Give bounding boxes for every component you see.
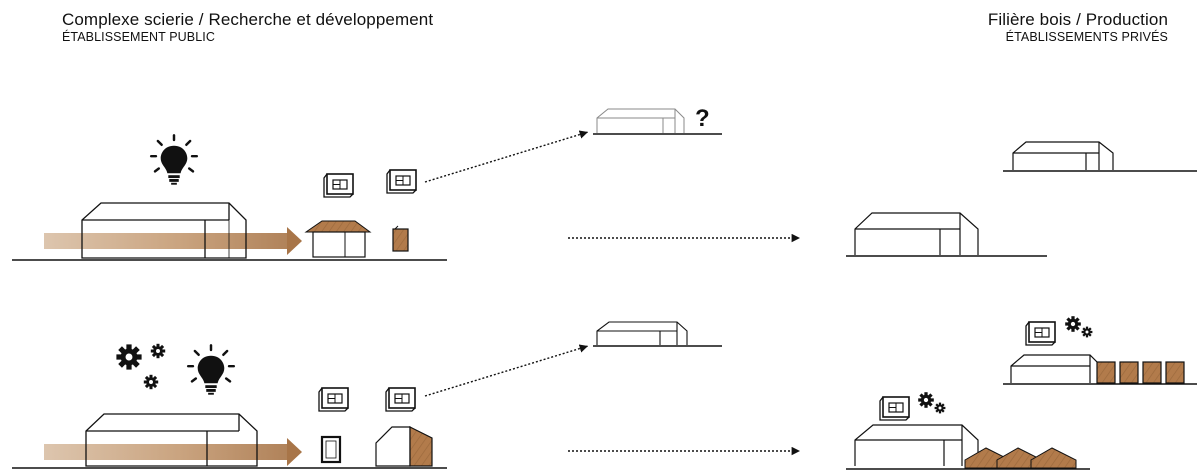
header-public: Complexe scierie / Recherche et développ… [62,10,433,45]
wooden-block [392,225,409,252]
production-building-small [1003,141,1197,172]
dotted-arrow [424,344,589,397]
blueprint-icon [318,387,349,412]
top-row: ? [12,105,1197,261]
sawmill-building [85,413,258,467]
gears-icon [1065,316,1081,332]
gears-icon [934,402,946,414]
gears-icon [150,343,166,359]
gears-icon [143,374,159,390]
production-building-large [846,212,1047,257]
header-public-title: Complexe scierie / Recherche et développ… [62,10,434,29]
header-public-subtitle: ÉTABLISSEMENT PUBLIC [62,30,215,44]
lightbulb-icon [186,344,236,396]
blueprint-icon [385,387,416,412]
research-outcome-building [593,321,722,347]
dotted-arrow [424,130,589,183]
wood-flow-arrow [44,227,302,255]
lightbulb-icon [149,134,199,186]
bottom-row [12,316,1197,470]
wooden-house [304,220,372,258]
production-building-with-roofs [846,392,1090,470]
blueprint-icon [879,396,910,421]
question-mark: ? [695,105,710,132]
clad-house [375,426,433,467]
wood-flow-arrow [44,438,302,466]
blueprint-icon [1025,321,1056,346]
blueprint-icon [323,173,354,198]
gears-icon [918,392,934,408]
uncertain-building: ? [593,105,722,135]
gears-icon [1081,326,1093,338]
production-building-with-crates [1003,316,1197,385]
gears-icon [116,344,142,370]
header-private-title: Filière bois / Production [987,10,1168,29]
header-private-subtitle: ÉTABLISSEMENTS PRIVÉS [1005,30,1168,44]
blueprint-icon [386,169,417,194]
wooden-frame [320,435,342,464]
header-private: Filière bois / Production ÉTABLISSEMENTS… [988,10,1168,45]
sawmill-building [81,202,247,259]
